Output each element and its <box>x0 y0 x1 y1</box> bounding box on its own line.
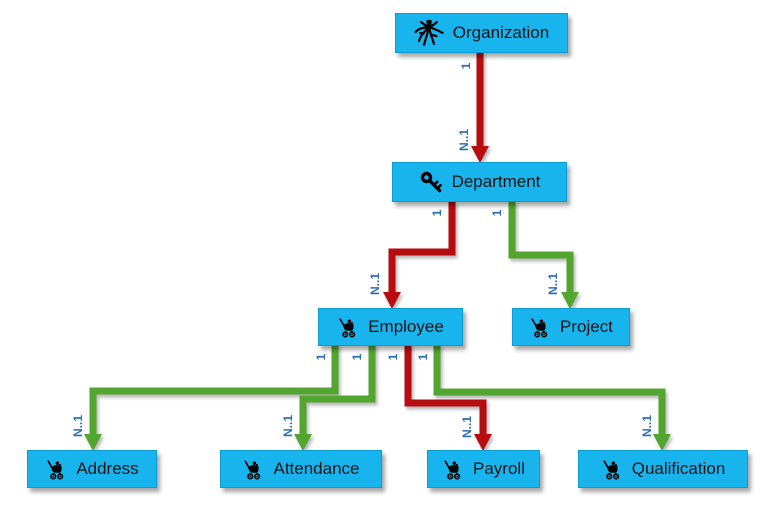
cardinality-source-dept-emp: 1 <box>430 209 444 217</box>
cardinality-source-emp-payroll: 1 <box>386 353 400 361</box>
node-label: Organization <box>452 23 550 42</box>
cardinality-source-org-dept: 1 <box>459 62 473 70</box>
cardinality-source-dept-proj: 1 <box>490 209 504 217</box>
edge-employee-address[interactable] <box>84 344 339 451</box>
node-address[interactable]: Address <box>27 450 157 488</box>
cardinality-source-emp-attend: 1 <box>350 353 364 361</box>
cardinality-target-dept-proj: N..1 <box>546 273 560 296</box>
edge-department-employee[interactable] <box>383 201 456 309</box>
cardinality-target-org-dept: N..1 <box>457 129 471 152</box>
node-label: Address <box>76 459 139 478</box>
cardinality-target-emp-qualif: N..1 <box>640 415 654 438</box>
cardinality-source-emp-address: 1 <box>314 353 328 361</box>
node-label: Attendance <box>273 459 360 478</box>
node-payroll[interactable]: Payroll <box>427 450 540 488</box>
node-employee[interactable]: Employee <box>318 308 463 346</box>
node-label: Project <box>560 317 613 336</box>
edge-employee-qualification[interactable] <box>433 344 671 451</box>
node-label: Employee <box>368 317 444 336</box>
edge-employee-payroll[interactable] <box>404 344 492 451</box>
node-organization[interactable]: Organization <box>395 13 568 53</box>
node-qualification[interactable]: Qualification <box>578 450 748 488</box>
stroller-icon <box>529 316 551 339</box>
node-department[interactable]: Department <box>392 162 567 202</box>
cardinality-target-emp-attend: N..1 <box>281 415 295 438</box>
node-label: Payroll <box>473 459 525 478</box>
cardinality-target-emp-payroll: N..1 <box>460 416 474 439</box>
stroller-icon <box>601 458 623 481</box>
cardinality-target-dept-emp: N..1 <box>368 273 382 296</box>
node-label: Department <box>451 172 541 191</box>
edge-department-project[interactable] <box>508 201 579 309</box>
stroller-icon <box>442 458 464 481</box>
node-attendance[interactable]: Attendance <box>220 450 382 488</box>
stroller-icon <box>45 458 67 481</box>
stroller-icon <box>337 316 359 339</box>
node-project[interactable]: Project <box>512 308 630 346</box>
roots-icon <box>414 20 444 46</box>
node-label: Qualification <box>631 459 726 478</box>
stroller-icon <box>242 458 264 481</box>
key-icon <box>419 170 443 194</box>
cardinality-source-emp-qualif: 1 <box>416 353 430 361</box>
edge-employee-attendance[interactable] <box>294 344 376 451</box>
edge-organization-department[interactable] <box>471 52 489 163</box>
cardinality-target-emp-address: N..1 <box>71 415 85 438</box>
